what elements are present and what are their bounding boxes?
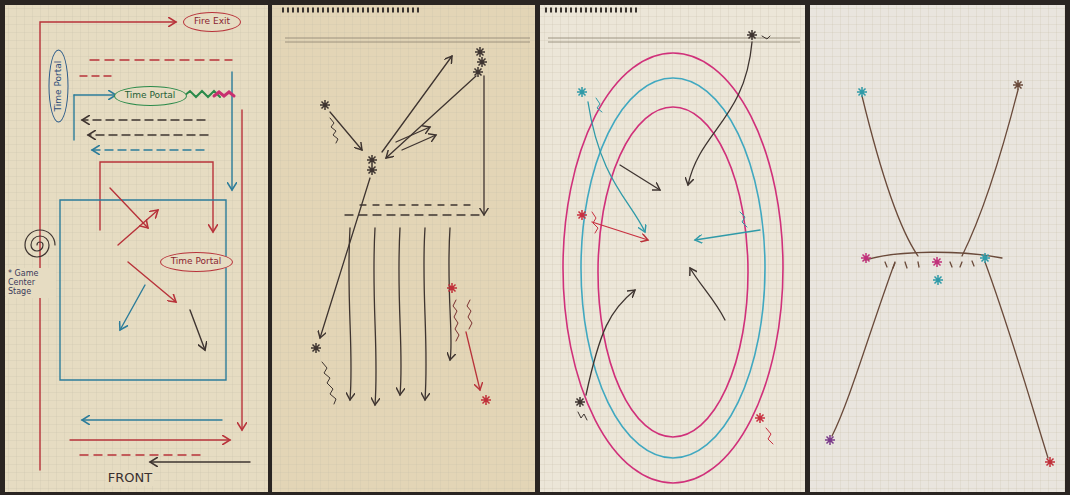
node-text: Fire Exit (193, 16, 231, 26)
node-text: Time Portal (52, 60, 62, 113)
node-text: Time Portal (124, 90, 177, 100)
circled-note: Time Portal (48, 50, 68, 123)
front-marker: FRONT (106, 470, 154, 487)
circled-note: Time Portal (114, 86, 187, 106)
stage-note: * Game Center Stage (6, 268, 56, 298)
circled-note: Time Portal (160, 252, 233, 272)
node-text: Time Portal (170, 256, 223, 266)
circled-note: Fire Exit (183, 12, 241, 32)
